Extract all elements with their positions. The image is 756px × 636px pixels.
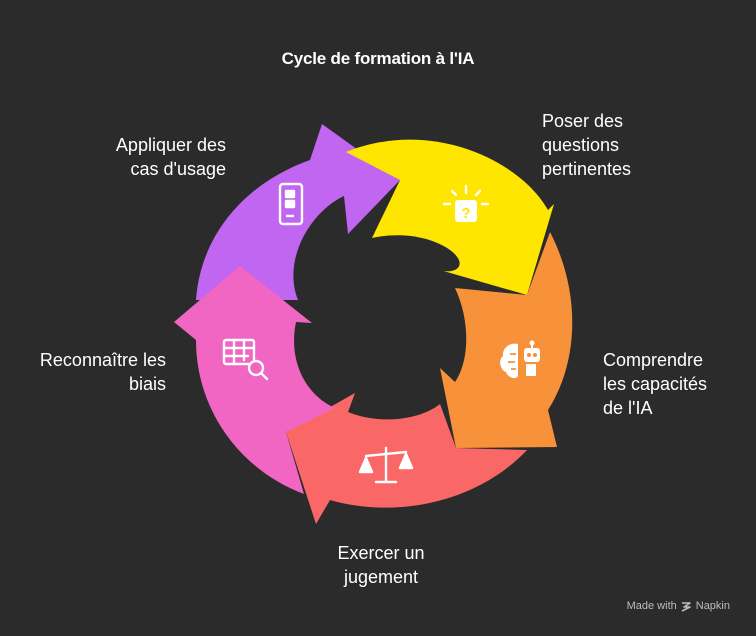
ai-brain-icon <box>500 340 540 379</box>
cycle-segment-understand-ai <box>440 232 573 448</box>
napkin-brand-text: Napkin <box>695 600 730 612</box>
step-label-ask-questions: Poser des questions pertinentes <box>542 111 632 179</box>
mobile-app-icon <box>278 182 304 226</box>
step-label-recognize-bias: Reconnaître les biais <box>39 350 166 394</box>
made-with-text: Made with <box>626 600 677 612</box>
question-lightbulb-icon: ? <box>442 184 490 222</box>
svg-text:?: ? <box>461 205 470 222</box>
cycle-segment-ask-questions <box>346 139 554 295</box>
step-label-apply-use-cases: Appliquer des cas d'usage <box>115 135 226 179</box>
napkin-logo-icon <box>681 601 691 612</box>
step-label-understand-ai: Comprendre les capacités de l'IA <box>603 350 708 418</box>
cycle-segment-apply-use-cases <box>196 124 400 300</box>
diagram-title: Cycle de formation à l'IA <box>281 49 475 68</box>
step-label-exercise-judgement: Exercer un jugement <box>337 543 425 587</box>
cycle-segment-recognize-bias <box>174 266 335 494</box>
table-search-icon <box>222 338 269 381</box>
balance-scale-icon <box>358 446 414 484</box>
napkin-watermark: Made with Napkin <box>627 600 730 612</box>
